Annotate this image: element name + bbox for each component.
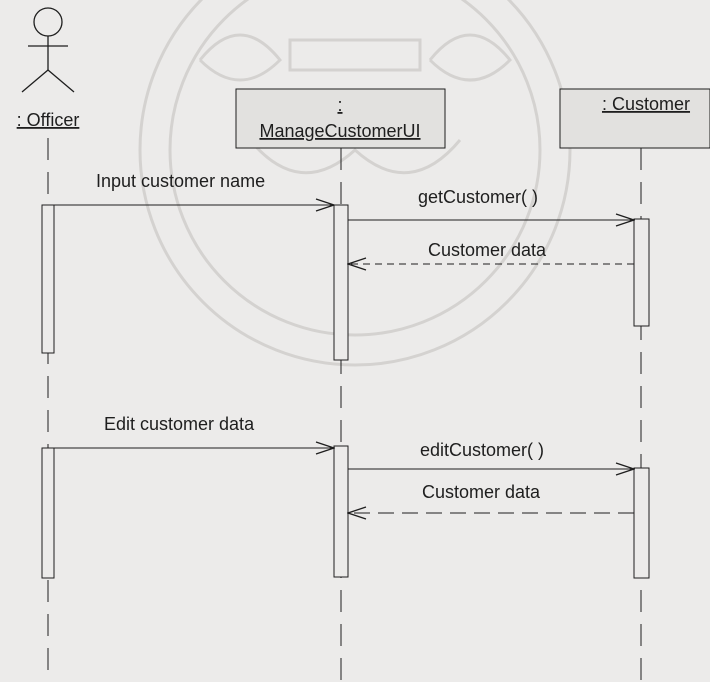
activation-ui-2 <box>333 445 349 578</box>
participant-ui-label-line2: ManageCustomerUI <box>259 121 420 141</box>
activation-officer-2 <box>41 447 55 579</box>
participant-ui-label-line1: : <box>337 95 342 115</box>
message-3-label: Customer data <box>428 240 547 260</box>
message-6-label: Customer data <box>422 482 541 502</box>
participant-ui-box <box>235 88 446 149</box>
message-4-label: Edit customer data <box>104 414 255 434</box>
activation-customer-2 <box>633 467 650 579</box>
participant-officer-label: : Officer <box>17 110 80 130</box>
participant-customer-box <box>559 88 710 149</box>
message-2-label: getCustomer( ) <box>418 187 538 207</box>
activation-ui-1 <box>333 204 349 361</box>
actor-officer-icon <box>21 7 75 93</box>
message-1-label: Input customer name <box>96 171 265 191</box>
participant-customer-label: : Customer <box>602 94 690 114</box>
watermark-seal <box>138 0 572 367</box>
activation-customer-1 <box>633 218 650 327</box>
activation-officer-1 <box>41 204 55 354</box>
message-5-label: editCustomer( ) <box>420 440 544 460</box>
